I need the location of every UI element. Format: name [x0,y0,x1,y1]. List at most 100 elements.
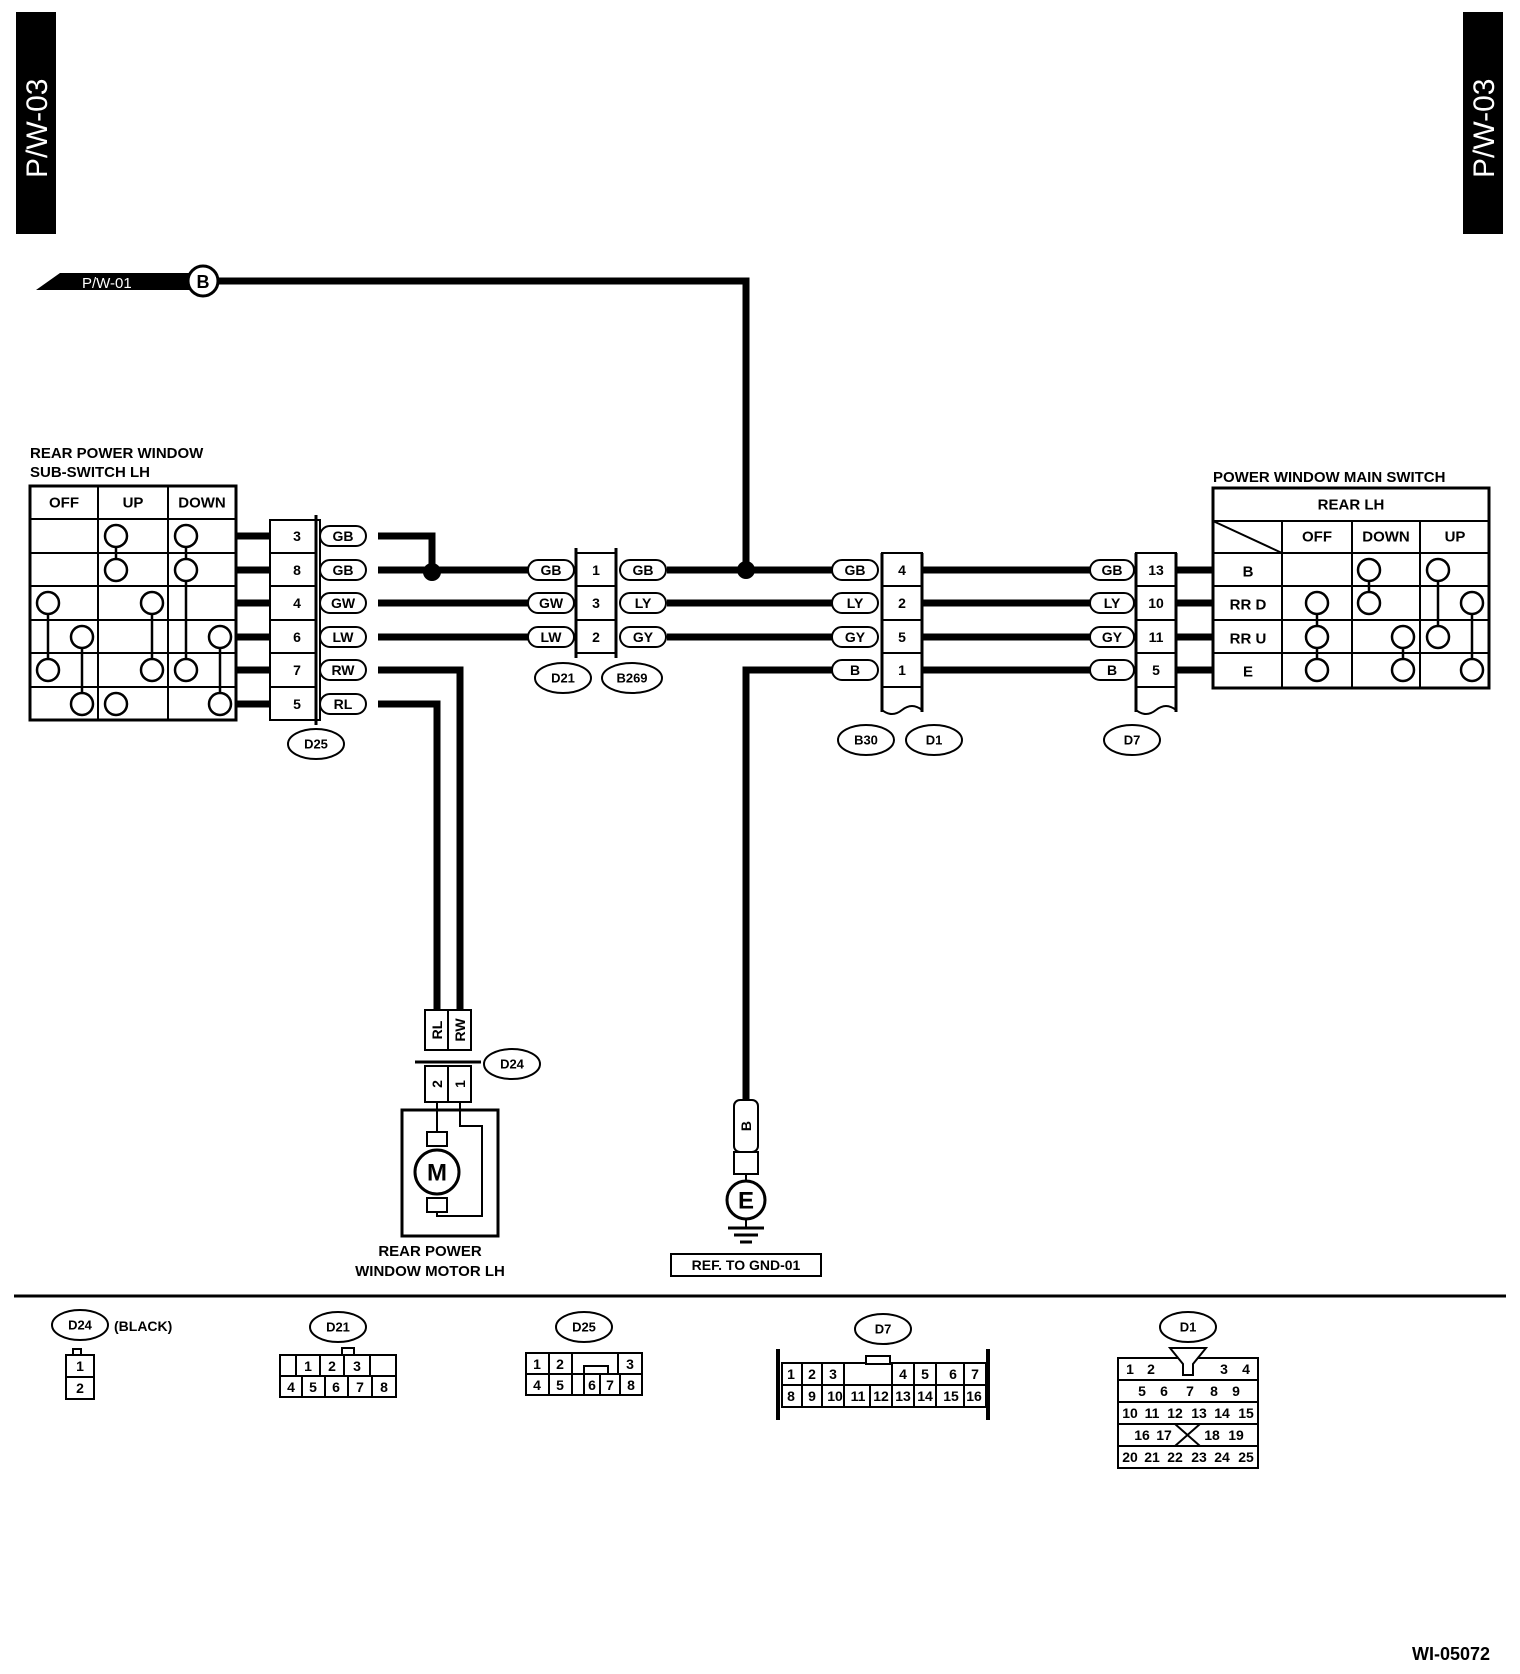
d24-wire: RW [452,1018,468,1042]
connector-view-d1: D1 1 2 3 4 5 6 7 8 9 10 11 12 13 14 15 1… [1117,1311,1259,1469]
view-d1-pin: 10 [1122,1405,1138,1421]
d24-id: D24 [500,1057,525,1072]
view-d7-pin: 2 [808,1366,816,1382]
motor-icon [413,1148,461,1196]
d21-wire: GB [541,562,562,578]
d25-pin: 6 [293,629,301,645]
page-tab-right-text: P/W-03 [1468,79,1501,178]
view-d1-pin: 25 [1238,1449,1254,1465]
main-switch-col-down: DOWN [1362,529,1410,546]
view-d1-pin: 9 [1232,1383,1240,1399]
connector-view-d24: D24 (BLACK) 1 2 [51,1309,172,1400]
d25-id: D25 [304,737,328,752]
view-d25-id: D25 [572,1320,596,1335]
connector-d7: 13 10 11 5 GB LY GY B D7 [1089,552,1178,756]
sub-switch-col-up: UP [123,495,144,512]
page-tab-right: P/W-03 [1463,12,1503,234]
view-d1-pin: 18 [1204,1427,1220,1443]
b30-wire: GY [845,629,866,645]
view-d1-pin: 6 [1160,1383,1168,1399]
d25-wire: RW [331,662,355,678]
view-d21-pin: 6 [332,1379,340,1395]
view-d21-pin: 3 [353,1358,361,1374]
ground-assembly: B E REF. TO GND-01 [670,1099,822,1277]
main-switch-group: REAR LH [1318,497,1385,514]
view-d7-pin: 12 [873,1388,889,1404]
d1-pin: 5 [898,629,906,645]
ref-arrow-pw01: P/W-01 B [36,264,220,298]
view-d1-pin: 8 [1210,1383,1218,1399]
view-d7-pin: 10 [827,1388,843,1404]
main-switch: POWER WINDOW MAIN SWITCH REAR LH OFF DOW… [1211,469,1491,690]
connector-b30-d1: 4 2 5 1 GB LY GY B B30 D1 [831,552,963,756]
d21-pin: 2 [592,629,600,645]
page-tab-left: P/W-03 [16,12,56,234]
view-d1-pin: 15 [1238,1405,1254,1421]
view-d7-pin: 1 [787,1366,795,1382]
d1-pin: 4 [898,562,906,578]
connector-view-d25: D25 1 2 3 4 5 6 7 8 [525,1311,643,1396]
view-d7-pin: 7 [971,1366,979,1382]
ground-wire-label: B [738,1121,754,1131]
d25-wire: GW [331,595,356,611]
view-d21-pin: 5 [309,1379,317,1395]
view-d1-pin: 16 [1134,1427,1150,1443]
view-d21-pin: 7 [356,1379,364,1395]
view-d1-pin: 17 [1156,1427,1172,1443]
d25-pin: 8 [293,562,301,578]
view-d1-pin: 12 [1167,1405,1183,1421]
view-d1-pin: 24 [1214,1449,1230,1465]
ref-arrow-label: P/W-01 [82,275,132,292]
d25-pin: 5 [293,696,301,712]
main-switch-row-rru: RR U [1230,631,1267,648]
motor-label-1: REAR POWER [378,1243,482,1260]
d1-pin: 2 [898,595,906,611]
d24-pin: 1 [452,1080,468,1088]
d25-pin: 4 [293,595,301,611]
view-d7-pin: 8 [787,1388,795,1404]
b269-id: B269 [616,671,647,686]
ground-symbol: E [738,1188,754,1215]
connector-view-d7: D7 1 2 3 4 5 6 7 8 9 10 11 12 13 14 15 1… [776,1313,990,1420]
view-d21-pin: 2 [328,1358,336,1374]
connector-d25: 3 8 4 6 7 5 GB GB GW LW RW RL D25 [269,515,367,760]
b30-id: B30 [854,733,878,748]
d25-wire: GB [333,562,354,578]
d1-pin: 1 [898,662,906,678]
view-d7-pin: 6 [949,1366,957,1382]
b269-wire: GB [633,562,654,578]
view-d24-id: D24 [68,1318,93,1333]
view-d1-pin: 2 [1147,1361,1155,1377]
b30-wire: LY [847,595,864,611]
d21-pin: 1 [592,562,600,578]
view-d25-pin: 6 [588,1377,596,1393]
d7-pin: 13 [1148,562,1164,578]
d7-pin: 11 [1149,629,1164,645]
motor-symbol: M [427,1160,447,1187]
d7-pin: 10 [1148,595,1164,611]
view-d7-pin: 4 [899,1366,907,1382]
view-d25-pin: 5 [556,1377,564,1393]
view-d1-pin: 13 [1191,1405,1207,1421]
view-d1-id: D1 [1180,1320,1197,1335]
main-switch-row-b: B [1243,564,1254,581]
view-d25-pin: 4 [533,1377,541,1393]
ground-ref: REF. TO GND-01 [692,1257,801,1273]
view-d7-pin: 9 [808,1388,816,1404]
sub-switch-title-1: REAR POWER WINDOW [30,445,204,462]
b30-wire: GB [845,562,866,578]
wire-rl [378,700,441,1010]
ref-arrow-marker: B [197,272,210,292]
view-d7-id: D7 [875,1322,892,1337]
d7-wire: LY [1104,595,1121,611]
view-d7-pin: 15 [943,1388,959,1404]
sub-switch-lh: REAR POWER WINDOW SUB-SWITCH LH OFF UP D… [28,445,238,722]
view-d7-pin: 5 [921,1366,929,1382]
d24-wire: RL [429,1020,445,1039]
b269-wire: GY [633,629,654,645]
d25-wire: GB [333,528,354,544]
figure-code: WI-05072 [1412,1644,1490,1664]
d21-id: D21 [551,671,575,686]
b269-wire: LY [635,595,652,611]
